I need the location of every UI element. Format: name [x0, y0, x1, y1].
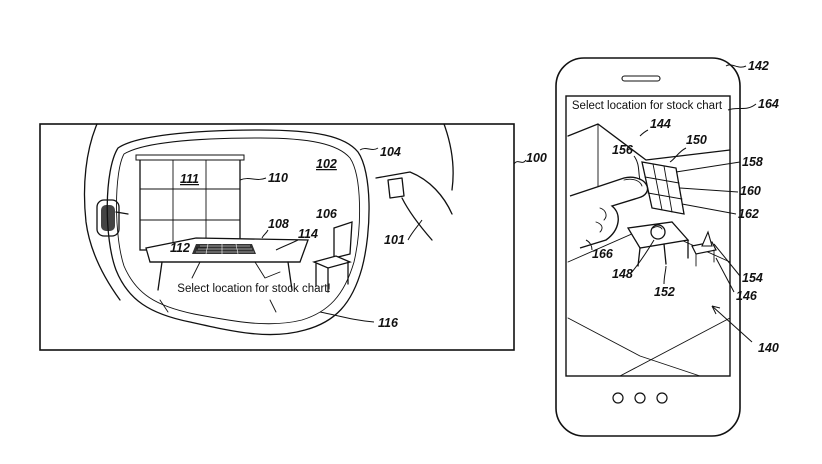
room-wall [567, 123, 731, 161]
label-150: 150 [686, 133, 707, 147]
hand-166 [569, 176, 649, 249]
label-140: 140 [758, 341, 779, 355]
lens-inner [116, 137, 361, 325]
floor-grid-112 [192, 243, 256, 255]
mini-table [626, 221, 690, 267]
speaker-slot [621, 75, 661, 82]
floor-line-3 [619, 317, 731, 377]
mini-stool [691, 230, 717, 267]
label-158: 158 [742, 155, 763, 169]
left-prompt-text: Select location for stock chart! [177, 283, 330, 295]
label-166: 166 [592, 247, 614, 261]
home-button-left[interactable] [612, 392, 624, 404]
temple-arm [375, 171, 453, 215]
label-110: 110 [268, 171, 288, 185]
label-156: 156 [612, 143, 634, 157]
lens-104 [106, 129, 370, 336]
cable-101 [401, 197, 433, 241]
shadow-right [269, 299, 277, 313]
label-102: 102 [316, 157, 337, 171]
home-button-center[interactable] [634, 392, 646, 404]
label-100: 100 [526, 151, 547, 165]
label-106: 106 [316, 207, 338, 221]
label-114: 114 [298, 227, 318, 241]
right-panel: Select location for stock chart [555, 57, 779, 437]
left-panel: Select location for stock chart! 102 104… [39, 123, 547, 351]
label-144: 144 [650, 117, 671, 131]
label-162: 162 [738, 207, 759, 221]
label-111: 111 [180, 172, 199, 186]
chair-106 [312, 221, 353, 293]
label-160: 160 [740, 184, 761, 198]
label-146: 146 [736, 289, 758, 303]
label-164: 164 [758, 97, 779, 111]
label-116: 116 [378, 316, 399, 330]
left-frame [39, 123, 515, 351]
bookshelf-110 [135, 154, 245, 251]
home-button-right[interactable] [656, 392, 668, 404]
label-101: 101 [384, 233, 405, 247]
floor-line-2 [567, 317, 701, 377]
head-left-outline [83, 123, 121, 301]
earpiece-icon [96, 199, 129, 237]
label-104: 104 [380, 145, 401, 159]
head-right-outline [443, 123, 454, 191]
hinge [387, 177, 405, 199]
right-prompt-text: Select location for stock chart [572, 100, 723, 112]
shadow-left [159, 299, 169, 313]
ball-148 [650, 224, 666, 240]
label-142: 142 [748, 59, 769, 73]
label-112: 112 [170, 241, 190, 255]
table-108 [145, 237, 309, 291]
label-108: 108 [268, 217, 289, 231]
label-148: 148 [612, 267, 633, 281]
label-154: 154 [742, 271, 763, 285]
label-152: 152 [654, 285, 675, 299]
cone-154 [701, 230, 713, 247]
mini-shelf [641, 161, 685, 215]
